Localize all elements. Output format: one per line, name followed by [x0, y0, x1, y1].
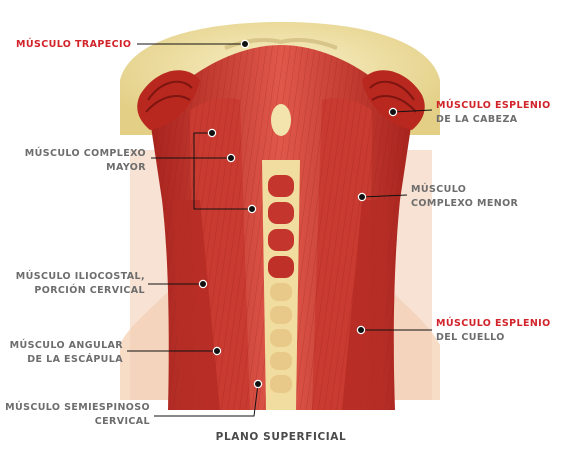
label-semiespinoso-1: MÚSCULO SEMIESPINOSO [5, 401, 150, 413]
marker-complexo-mayor-a [207, 128, 217, 138]
label-trapecio: MÚSCULO TRAPECIO [16, 38, 131, 50]
right-muscle-bands [312, 98, 390, 410]
label-iliocostal-2: PORCIÓN CERVICAL [34, 284, 145, 296]
caption-plano-superficial: PLANO SUPERFICIAL [216, 431, 347, 443]
label-esplenio-cuello-1: MÚSCULO ESPLENIO [436, 317, 551, 329]
label-esplenio-cabeza-1: MÚSCULO ESPLENIO [436, 99, 551, 111]
left-muscle-bands [172, 98, 250, 410]
labels: MÚSCULO TRAPECIO MÚSCULO ESPLENIO DE LA … [5, 38, 550, 443]
splenius-capitis-right [362, 70, 425, 130]
leader-lines [127, 43, 433, 417]
marker-semiespinoso [253, 379, 263, 389]
label-esplenio-cabeza-2: DE LA CABEZA [436, 114, 518, 125]
marker-esplenio-cuello [356, 325, 366, 335]
label-esplenio-cuello-2: DEL CUELLO [436, 332, 505, 343]
label-iliocostal-1: MÚSCULO ILIOCOSTAL, [16, 270, 145, 282]
label-angular-1: MÚSCULO ANGULAR [10, 339, 124, 351]
label-complexo-mayor-1: MÚSCULO COMPLEXO [25, 147, 146, 159]
marker-complexo-menor [357, 192, 367, 202]
vertebral-column [262, 104, 300, 410]
label-complexo-menor-2: COMPLEXO MENOR [411, 198, 519, 209]
marker-iliocostal [198, 279, 208, 289]
splenius-capitis-left [137, 70, 200, 130]
marker-complexo-mayor-b [226, 153, 236, 163]
marker-esplenio-cabeza [388, 107, 398, 117]
marker-complexo-mayor-c [247, 204, 257, 214]
marker-dots [198, 39, 398, 389]
label-complexo-mayor-2: MAYOR [106, 162, 146, 173]
label-semiespinoso-2: CERVICAL [95, 416, 150, 427]
label-complexo-menor-1: MÚSCULO [411, 183, 466, 195]
marker-angular [212, 346, 222, 356]
label-angular-2: DE LA ESCÁPULA [27, 353, 123, 365]
marker-trapecio [240, 39, 250, 49]
